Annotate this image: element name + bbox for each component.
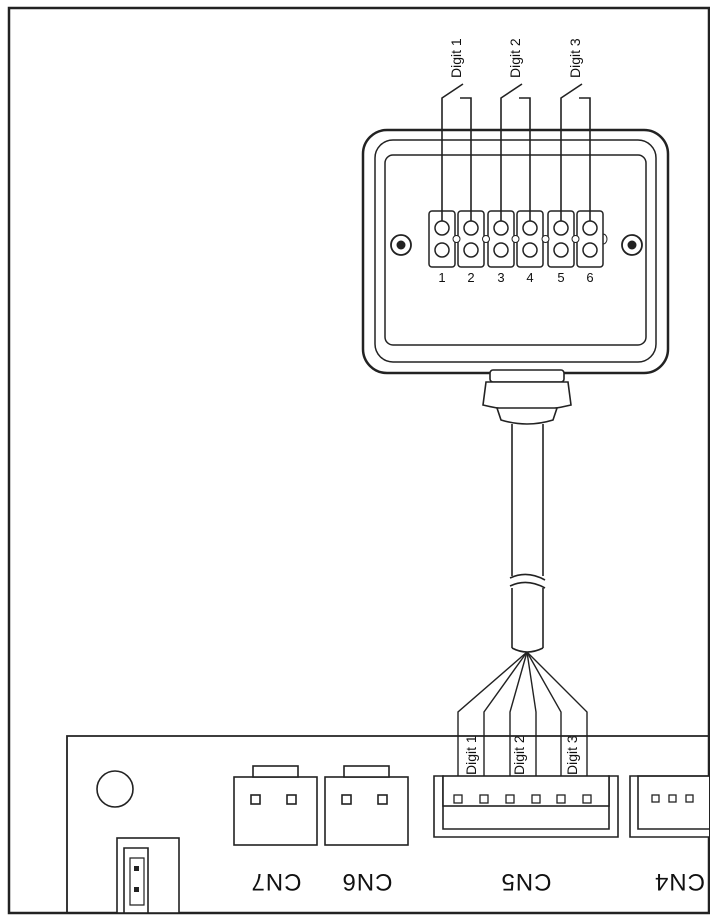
connector-cn5 [433, 775, 619, 838]
terminal-number-3: 3 [497, 270, 504, 285]
bottom-left-connector [116, 837, 180, 914]
mounting-screw-right [621, 234, 643, 256]
cable-wires [457, 651, 588, 790]
switch-label-digit-3: Digit 3 [567, 38, 583, 78]
terminal-number-5: 5 [557, 270, 564, 285]
connector-label-cn6: CN6 [341, 868, 392, 895]
terminal-number-2: 2 [467, 270, 474, 285]
connector-label-cn4: CN4 [654, 868, 705, 895]
connector-cn4-pins [651, 794, 694, 803]
terminal-number-4: 4 [526, 270, 533, 285]
connector-cn4 [629, 775, 709, 838]
cable-gland [482, 369, 572, 425]
right-margin [710, 0, 715, 917]
outer-frame [7, 6, 711, 915]
connector-label-cn5: CN5 [500, 868, 551, 895]
terminal-number-6: 6 [586, 270, 593, 285]
junction-box: 1 2 3 4 5 6 [361, 128, 670, 375]
board-round-component [96, 770, 134, 808]
connector-cn7 [233, 765, 318, 846]
connector-cn6 [324, 765, 409, 846]
cable [509, 424, 546, 653]
wire-label-digit-1: Digit 1 [463, 735, 479, 775]
terminal-strip [428, 210, 608, 268]
wire-label-digit-3: Digit 3 [564, 735, 580, 775]
connector-cn5-pins [453, 794, 592, 804]
switch-label-digit-2: Digit 2 [507, 38, 523, 78]
controller-board [66, 735, 709, 913]
wire-label-digit-2: Digit 2 [511, 735, 527, 775]
switch-wiring [441, 83, 591, 221]
terminal-number-1: 1 [438, 270, 445, 285]
switch-label-digit-1: Digit 1 [448, 38, 464, 78]
connector-label-cn7: CN7 [250, 868, 301, 895]
mounting-screw-left [390, 234, 412, 256]
